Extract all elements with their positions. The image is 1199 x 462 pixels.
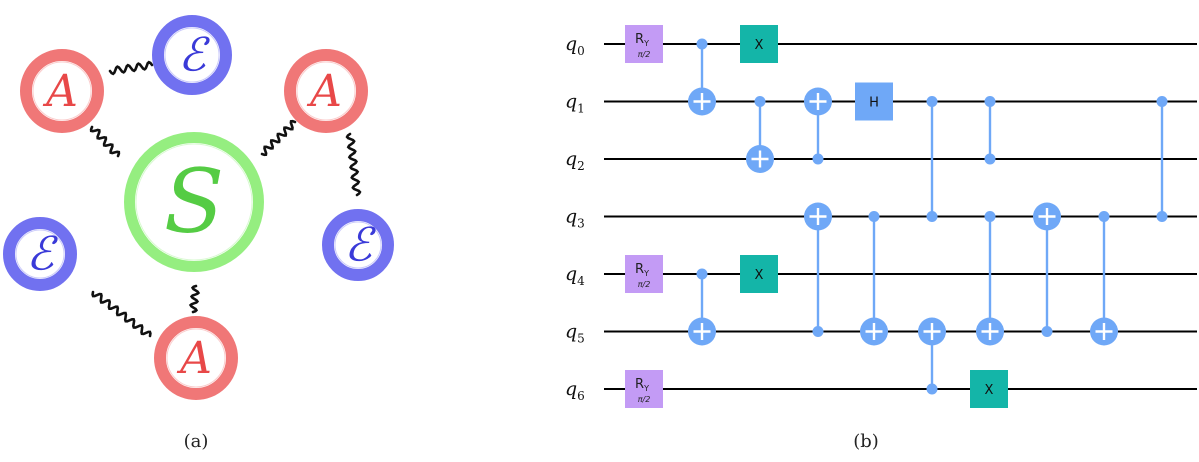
- node-A2: A: [284, 49, 368, 133]
- control-dot: [926, 96, 938, 107]
- ry-gate-box: [625, 25, 663, 63]
- cnot-gate: [804, 87, 832, 165]
- control-dot: [812, 326, 824, 337]
- control-dot: [1156, 96, 1168, 107]
- qubit-label: q2: [565, 148, 585, 173]
- node-ring: [322, 209, 394, 281]
- ry-gate: RY π/2: [625, 255, 663, 293]
- node-ring: [3, 217, 77, 291]
- node-S: S: [124, 132, 264, 272]
- qubit-label: q0: [565, 33, 585, 58]
- ry-gate: RY π/2: [625, 370, 663, 408]
- cnot-gate: [746, 96, 774, 173]
- cz-gate: [926, 96, 938, 222]
- qubit-label: q1: [565, 91, 585, 116]
- ry-gate-param: π/2: [638, 280, 651, 289]
- node-A1: A: [20, 49, 104, 133]
- gate-box: [970, 370, 1008, 408]
- cnot-gate: [1090, 211, 1118, 346]
- link-A1-S: [89, 125, 121, 158]
- node-E3: ℰ: [3, 217, 77, 291]
- node-letter: A: [306, 66, 342, 117]
- ry-gate-label: RY: [635, 377, 649, 393]
- control-dot: [1098, 211, 1110, 222]
- cnot-gate: [688, 38, 716, 116]
- node-ring: [284, 49, 368, 133]
- cnot-gate: [860, 211, 888, 346]
- node-inner-edge: [32, 61, 92, 121]
- qubit-label: q3: [565, 206, 585, 231]
- control-dot: [1041, 326, 1053, 337]
- control-dot: [984, 96, 996, 107]
- qubit-label: q4: [565, 263, 585, 288]
- node-letter: ℰ: [26, 227, 58, 281]
- ry-gate: RY π/2: [625, 25, 663, 63]
- node-letter: S: [164, 150, 224, 253]
- node-inner-edge: [164, 27, 220, 83]
- ry-gate-label: RY: [635, 262, 649, 278]
- node-inner-edge: [135, 143, 253, 261]
- cz-gate: [984, 96, 996, 165]
- gate-box: [740, 255, 778, 293]
- link-A2-S: [260, 119, 297, 157]
- node-A3: A: [154, 316, 238, 400]
- cnot-gate: [918, 317, 946, 395]
- control-dot: [868, 211, 880, 222]
- node-inner-edge: [166, 328, 226, 388]
- gate-label: X: [985, 383, 994, 398]
- node-ring: [154, 316, 238, 400]
- ry-gate-box: [625, 255, 663, 293]
- control-dot: [696, 268, 708, 280]
- h-gate: H: [855, 82, 893, 121]
- node-letter: A: [42, 66, 78, 117]
- gate-box: [740, 25, 778, 63]
- control-dot: [754, 96, 766, 107]
- link-A1-E1: [108, 60, 154, 76]
- control-dot: [984, 211, 996, 222]
- control-dot: [1156, 211, 1168, 222]
- node-E2: ℰ: [322, 209, 394, 281]
- link-A3-S: [188, 284, 201, 314]
- gate-box: [855, 82, 893, 121]
- control-dot: [926, 383, 938, 395]
- ry-gate-box: [625, 370, 663, 408]
- link-A2-E2: [345, 132, 362, 197]
- x-gate: X: [740, 25, 778, 63]
- cz-gate: [1156, 96, 1168, 222]
- x-gate: X: [970, 370, 1008, 408]
- gate-label: H: [869, 96, 879, 111]
- ry-gate-param: π/2: [638, 50, 651, 59]
- node-ring: [124, 132, 264, 272]
- node-letter: ℰ: [344, 218, 376, 272]
- control-dot: [984, 153, 996, 165]
- node-inner-edge: [15, 229, 65, 279]
- node-ring: [152, 15, 232, 95]
- cnot-gate: [976, 211, 1004, 346]
- panel-a-label: (a): [184, 431, 209, 452]
- gate-label: X: [755, 38, 764, 53]
- control-dot: [696, 38, 708, 50]
- node-inner-edge: [296, 61, 356, 121]
- node-letter: ℰ: [178, 28, 210, 82]
- ry-gate-label: RY: [635, 32, 649, 48]
- node-ring: [20, 49, 104, 133]
- cnot-gate: [1033, 202, 1061, 337]
- panel-b-label: (b): [853, 431, 879, 452]
- control-dot: [926, 211, 938, 222]
- node-letter: A: [176, 333, 212, 384]
- cnot-gate: [688, 268, 716, 346]
- gate-label: X: [755, 268, 764, 283]
- panel-a-network: A ℰ A S ℰ ℰ A: [3, 15, 394, 400]
- link-A3-E3: [91, 290, 152, 338]
- x-gate: X: [740, 255, 778, 293]
- qubit-label: q6: [565, 378, 585, 403]
- ry-gate-param: π/2: [638, 395, 651, 404]
- cnot-gate: [804, 202, 832, 337]
- qubit-label: q5: [565, 321, 585, 346]
- node-E1: ℰ: [152, 15, 232, 95]
- node-inner-edge: [334, 221, 382, 269]
- control-dot: [812, 153, 824, 165]
